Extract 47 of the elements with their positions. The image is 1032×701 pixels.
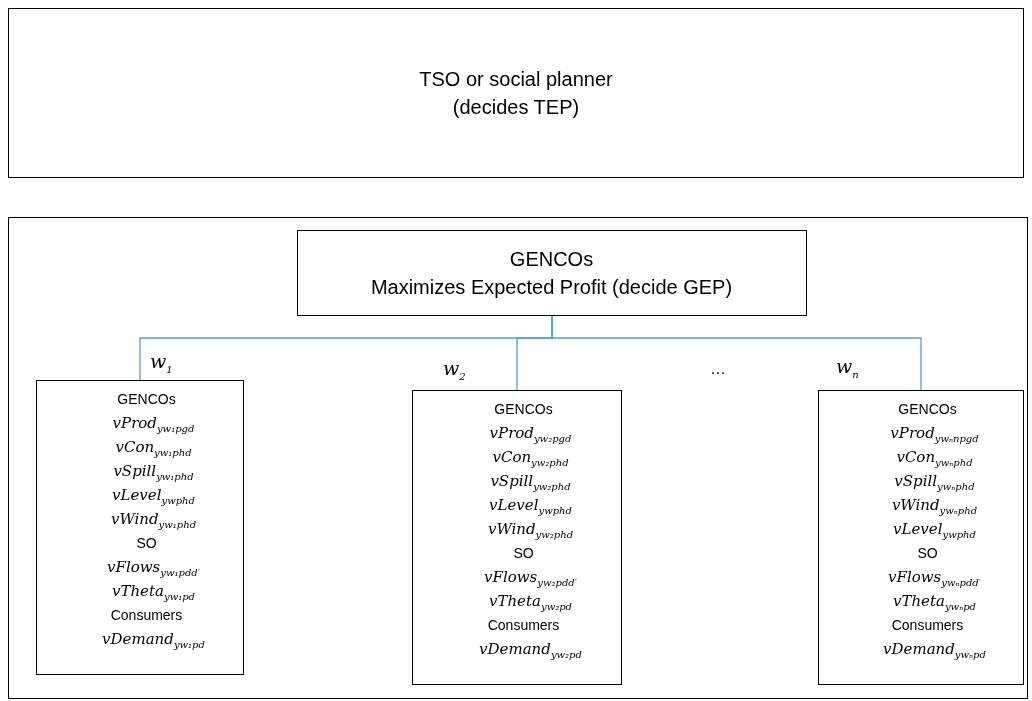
variable-label: vDemand$_{yw₂pd}$ <box>478 638 583 661</box>
group-heading: GENCOs <box>897 399 958 419</box>
group-heading: GENCOs <box>116 389 177 409</box>
box-title: TSO or social planner (decides TEP) <box>418 67 614 120</box>
variable-label: vFlows$_{ywₙpdd′}$ <box>887 566 982 589</box>
variable-label: vProd$_{yw₂pgd}$ <box>488 422 573 445</box>
variable-label: vFlows$_{yw₁pdd′}$ <box>106 556 201 579</box>
variable-label: vSpill$_{yw₁phd}$ <box>112 460 195 483</box>
box-subtitle: Maximizes Expected Profit (decide GEP) <box>369 274 734 300</box>
ellipsis-label: … <box>710 360 726 378</box>
scenario-box <box>817 389 1024 685</box>
connector-line <box>551 315 922 391</box>
group-heading: Consumers <box>486 615 561 635</box>
scenario-label: w$_{2}$ <box>443 357 466 379</box>
group-heading: SO <box>512 543 535 563</box>
variable-label: vProd$_{ywₙnpgd}$ <box>889 422 980 445</box>
variable-label: vWind$_{yw₁phd}$ <box>109 508 198 531</box>
scenario-label: w$_{n}$ <box>836 355 859 377</box>
variable-label: vLevel$_{ywphd}$ <box>488 494 573 517</box>
box-title: GENCOs <box>508 246 595 272</box>
variable-label: vLevel$_{ywphd}$ <box>892 518 977 541</box>
variable-label: vDemand$_{ywₙpd}$ <box>882 638 987 661</box>
variable-label: vLevel$_{ywphd}$ <box>111 484 196 507</box>
variable-label: vWind$_{ywₙphd}$ <box>890 494 979 517</box>
scenario-frame <box>8 217 1028 699</box>
gencos-box <box>296 229 807 316</box>
group-heading: SO <box>916 543 939 563</box>
group-heading: GENCOs <box>493 399 554 419</box>
variable-label: vSpill$_{yw₂phd}$ <box>489 470 572 493</box>
variable-label: vProd$_{yw₁pgd}$ <box>111 412 196 435</box>
variable-label: vTheta$_{yw₁pd}$ <box>111 580 196 603</box>
scenario-box <box>411 389 622 685</box>
variable-label: vFlows$_{yw₂pdd′}$ <box>483 566 578 589</box>
variable-label: vCon$_{ywₙphd}$ <box>895 446 974 469</box>
variable-label: vCon$_{yw₂phd}$ <box>491 446 570 469</box>
variable-label: vSpill$_{ywₙphd}$ <box>893 470 976 493</box>
variable-label: vDemand$_{yw₁pd}$ <box>101 628 206 651</box>
group-heading: Consumers <box>109 605 184 625</box>
scenario-label: w$_{1}$ <box>150 350 173 372</box>
variable-label: vTheta$_{ywₙpd}$ <box>891 590 978 613</box>
scenario-box <box>35 379 244 675</box>
variable-label: vTheta$_{yw₂pd}$ <box>488 590 573 613</box>
variable-label: vWind$_{yw₂phd}$ <box>486 518 575 541</box>
group-heading: Consumers <box>890 615 965 635</box>
variable-label: vCon$_{yw₁phd}$ <box>114 436 193 459</box>
group-heading: SO <box>135 533 158 553</box>
planner-box <box>8 8 1024 178</box>
